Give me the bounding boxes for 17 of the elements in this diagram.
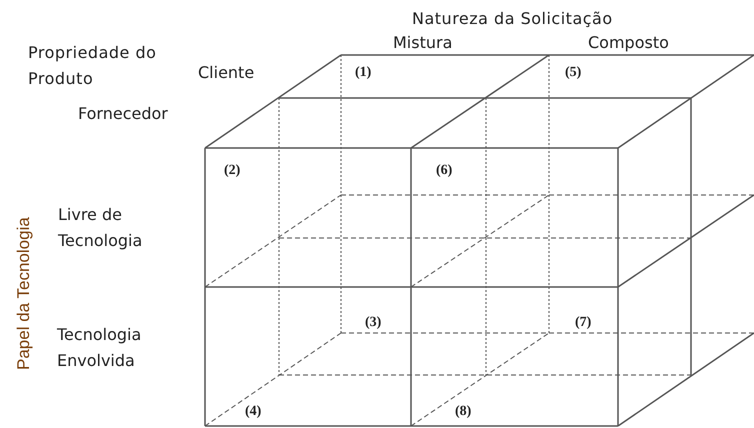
- cell-number: (1): [355, 65, 372, 81]
- cell-number: (3): [365, 315, 382, 331]
- cell-number: (5): [565, 65, 582, 81]
- column-label: Mistura: [393, 32, 452, 54]
- depth-label: Fornecedor: [78, 103, 168, 125]
- axis-title: Papel da Tecnologia: [14, 217, 34, 370]
- cell-number: (6): [436, 163, 452, 179]
- column-label: Composto: [588, 32, 669, 54]
- axis-title: Propriedade do Produto: [28, 42, 158, 90]
- depth-label: Cliente: [198, 62, 254, 84]
- cell-number: (7): [575, 315, 592, 331]
- cell-number: (8): [455, 404, 472, 420]
- row-label: Livre de Tecnologia: [58, 204, 144, 252]
- cell-number: (4): [245, 404, 262, 420]
- cell-number: (2): [224, 163, 240, 179]
- axis-title: Natureza da Solicitação: [412, 8, 613, 30]
- row-label: Tecnologia Envolvida: [57, 324, 142, 372]
